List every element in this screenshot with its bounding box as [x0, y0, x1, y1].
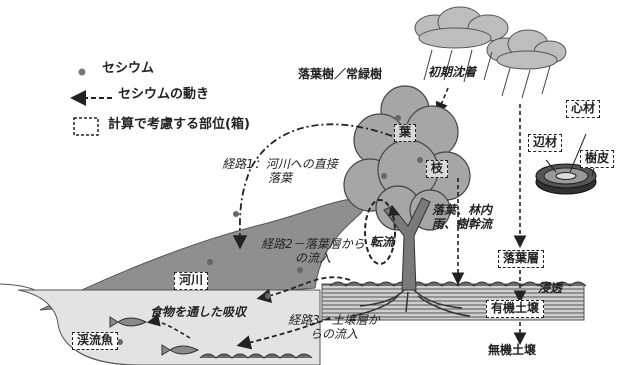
route3-label: 経路3－土壌層からの流入 — [284, 313, 384, 342]
mineral-soil-label: 無機土壌 — [488, 343, 537, 357]
hillside — [39, 199, 364, 311]
route3-text: 経路3－土壌層からの流入 — [288, 313, 380, 341]
bark-box: 樹皮 — [580, 150, 615, 168]
route1-arrow — [232, 123, 393, 250]
route1-text: 経路1：河川への直接落葉 — [222, 157, 338, 185]
stream-fish-box: 渓流魚 — [72, 332, 119, 350]
river-water — [17, 289, 321, 365]
leaf-box: 葉 — [394, 124, 417, 142]
turnover-loop — [364, 199, 396, 265]
infiltration-label: 浸透 — [538, 281, 563, 295]
tree-type-label: 落葉樹／常緑樹 — [298, 67, 383, 81]
turnover-label: 転流 — [370, 235, 395, 249]
initial-deposition-label: 初期沈着 — [428, 65, 477, 79]
organic-soil-box: 有機土壌 — [486, 300, 545, 318]
branch-box: 枝 — [426, 160, 449, 178]
legend-cesium-label: セシウム — [102, 61, 155, 76]
throughfall-label: 落葉、林内雨、樹幹流 — [432, 203, 512, 232]
legend-cesium-movement-label: セシウムの動き — [118, 87, 210, 102]
log-cross-section — [535, 133, 597, 195]
route2-arrow — [256, 276, 351, 303]
legend-cesium-dot — [78, 68, 86, 76]
sapwood-box: 辺材 — [528, 134, 563, 152]
cesium-dots — [117, 115, 423, 345]
legend-box-icon — [73, 117, 99, 136]
route1-label: 経路1：河川への直接落葉 — [220, 157, 340, 186]
heartwood-box: 心材 — [566, 100, 601, 118]
throughfall-text: 落葉、林内雨、樹幹流 — [432, 203, 493, 231]
tree-trunk — [383, 197, 431, 291]
tree-roots — [351, 289, 471, 317]
rain-cloud-icon — [414, 6, 567, 70]
litter-box: 落葉層 — [498, 250, 545, 268]
river-box: 河川 — [174, 272, 209, 290]
fish-icon — [109, 316, 200, 356]
stream-bed-leaves — [199, 353, 313, 359]
rain-lines — [423, 49, 551, 99]
route3-arrow — [236, 317, 331, 350]
turnover-arrow-icon — [388, 205, 400, 216]
litter-layer — [329, 281, 587, 287]
route2-label: 経路2－落葉層からの流入 — [258, 237, 368, 266]
food-uptake-label: 食物を通した吸収 — [150, 305, 247, 319]
route2-text: 経路2－落葉層からの流入 — [261, 237, 365, 265]
legend-compartment-label: 計算で考慮する部位(箱) — [108, 117, 250, 132]
